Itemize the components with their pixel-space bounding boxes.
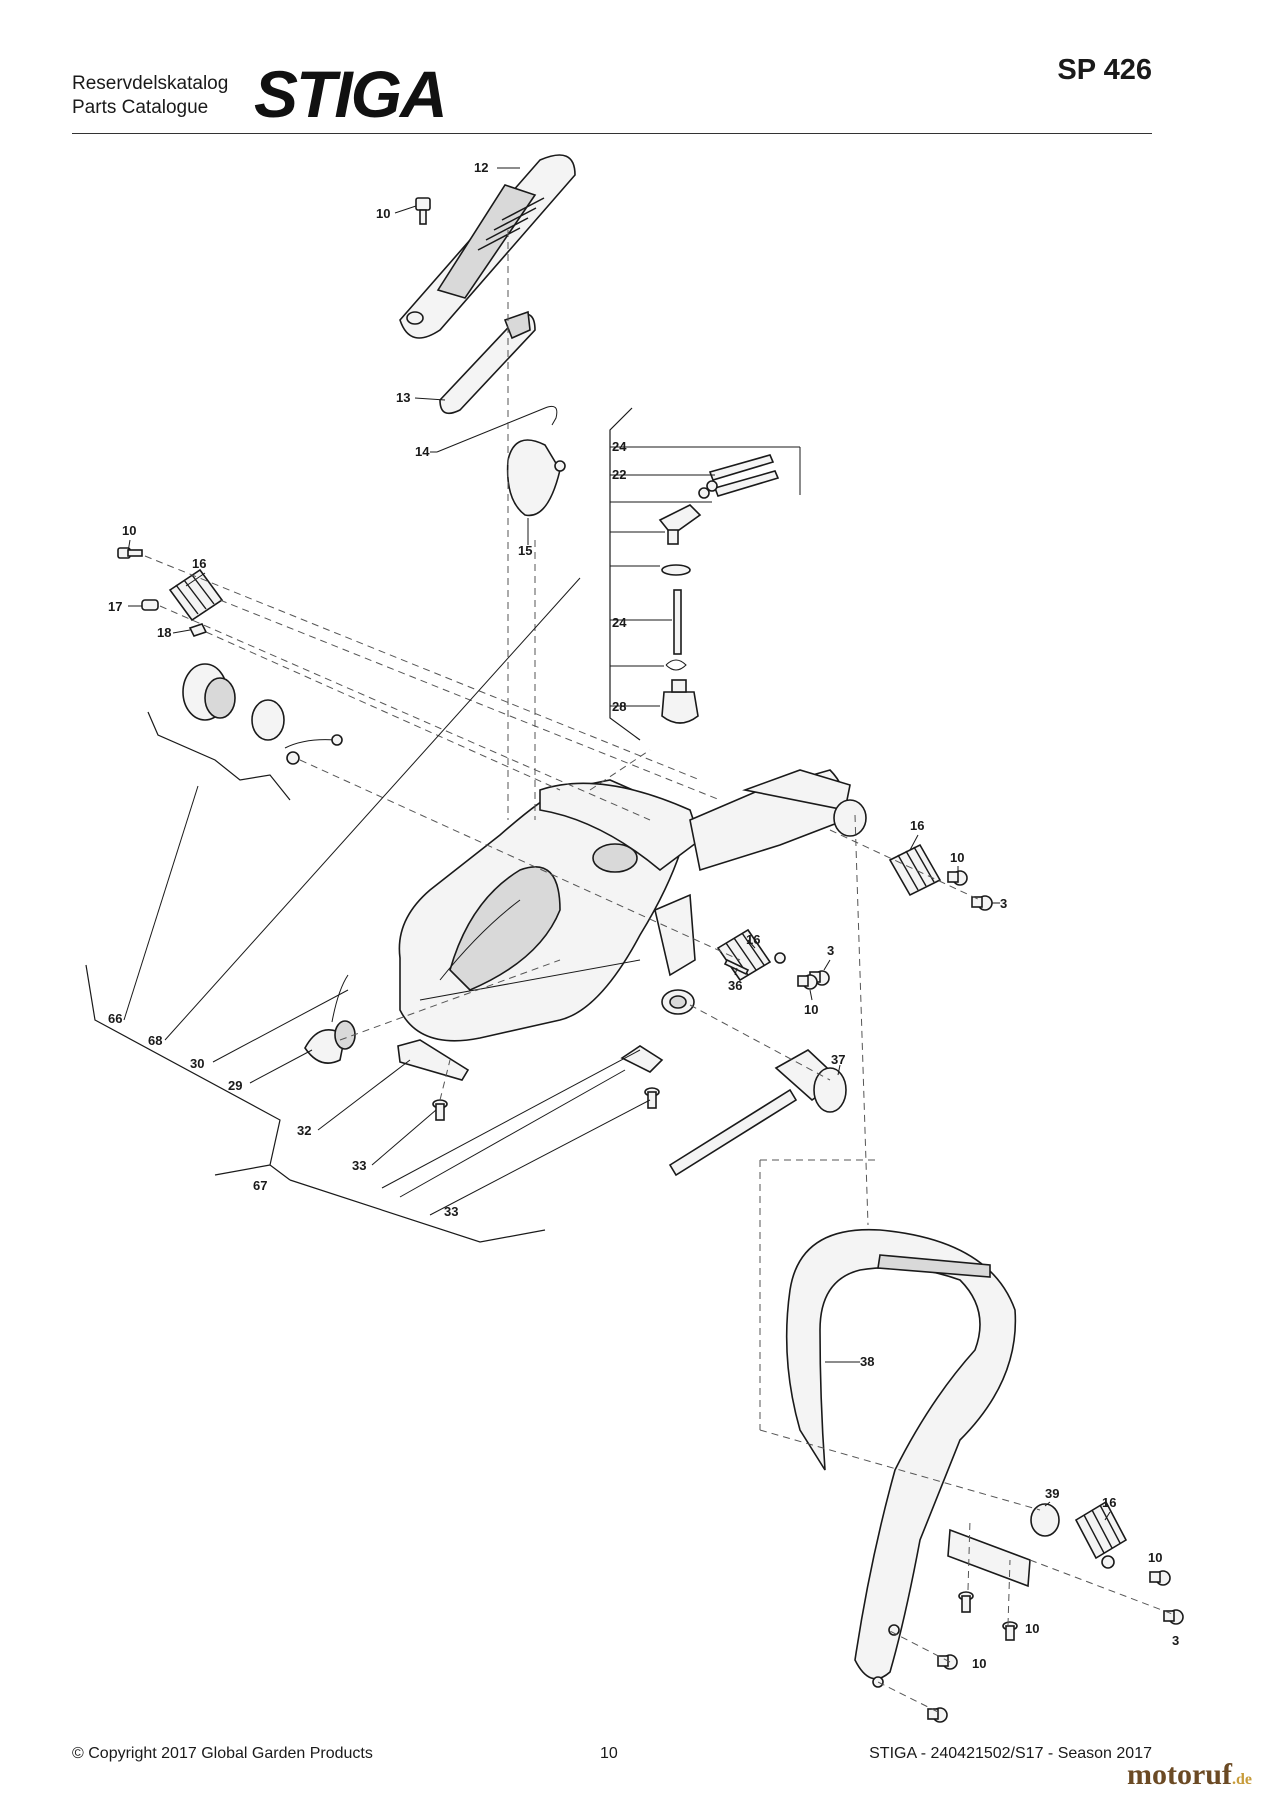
part-front-handle <box>785 1228 1031 1688</box>
part-fuel-filter <box>661 679 699 724</box>
callout-16: 16 <box>910 818 924 833</box>
exploded-parts-diagram: 12 10 13 14 15 24 22 24 28 10 16 17 18 1… <box>85 154 1184 1723</box>
screw-10-center <box>797 974 818 990</box>
screw-10-left <box>117 547 143 559</box>
screw-10-right <box>947 870 968 886</box>
callout-3: 3 <box>1000 896 1007 911</box>
brand-wordmark: STIGA <box>254 62 446 126</box>
screw-3-handle <box>1163 1609 1184 1625</box>
screw-10-handle-a <box>1149 1570 1171 1586</box>
part-pin-36 <box>723 958 750 976</box>
stiga-logo: STIGA <box>254 62 448 126</box>
assembly-guide-lines <box>144 230 1176 1713</box>
callout-67: 67 <box>253 1178 267 1193</box>
callout-3: 3 <box>1172 1633 1179 1648</box>
catalog-label-sv: Reservdelskatalog <box>72 73 229 94</box>
callout-24: 24 <box>612 439 627 454</box>
callout-10: 10 <box>122 523 136 538</box>
callout-24: 24 <box>612 615 627 630</box>
callout-68: 68 <box>148 1033 162 1048</box>
callout-13: 13 <box>396 390 410 405</box>
copyright-text: © Copyright 2017 Global Garden Products <box>72 1745 373 1762</box>
callout-17: 17 <box>108 599 122 614</box>
callout-10: 10 <box>1148 1550 1162 1565</box>
screw-3-right <box>971 895 993 911</box>
callout-29: 29 <box>228 1078 242 1093</box>
av-spring-16-left <box>168 568 224 622</box>
callout-22: 22 <box>612 467 626 482</box>
watermark-site: motoruf <box>1127 1758 1232 1791</box>
callout-36: 36 <box>728 978 742 993</box>
callout-3: 3 <box>827 943 834 958</box>
document-reference: STIGA - 240421502/S17 - Season 2017 <box>869 1745 1152 1762</box>
callout-16: 16 <box>746 932 760 947</box>
header-divider <box>72 133 1152 134</box>
part-fuel-cap <box>182 663 343 765</box>
part-pin-17 <box>141 599 159 611</box>
callout-18: 18 <box>157 625 171 640</box>
site-watermark: motoruf.de <box>1127 1758 1252 1792</box>
screw-10-handle-e <box>927 1707 948 1723</box>
av-spring-16-center <box>716 928 786 982</box>
callout-16: 16 <box>192 556 206 571</box>
callout-10: 10 <box>804 1002 818 1017</box>
part-primer-bulb <box>304 974 356 1064</box>
callout-32: 32 <box>297 1123 311 1138</box>
page-number: 10 <box>600 1745 618 1762</box>
part-main-housing <box>398 769 867 1042</box>
part-cover-plate <box>397 1039 470 1081</box>
part-bushing <box>1030 1503 1060 1537</box>
callout-39: 39 <box>1045 1486 1059 1501</box>
callout-10: 10 <box>376 206 390 221</box>
callout-12: 12 <box>474 160 488 175</box>
callout-30: 30 <box>190 1056 204 1071</box>
screw-10-handle-c <box>1002 1621 1018 1641</box>
callout-28: 28 <box>612 699 626 714</box>
part-fuel-pipe <box>673 589 682 655</box>
callout-10: 10 <box>950 850 964 865</box>
part-throttle-trigger <box>439 310 536 415</box>
screw-10-handle-d <box>937 1654 958 1670</box>
watermark-tld: .de <box>1232 1771 1252 1788</box>
part-plug-18 <box>188 623 208 637</box>
callout-leaders <box>123 167 1111 1521</box>
callout-37: 37 <box>831 1052 845 1067</box>
callout-15: 15 <box>518 543 532 558</box>
callout-16: 16 <box>1102 1495 1116 1510</box>
model-number: SP 426 <box>1057 54 1152 86</box>
catalog-title: Reservdelskatalog Parts Catalogue <box>72 72 228 120</box>
av-spring-16-right <box>888 843 942 897</box>
callout-10: 10 <box>972 1656 986 1671</box>
part-o-ring <box>661 564 691 576</box>
screw-10-top <box>415 197 431 225</box>
screw-33-left <box>432 1099 448 1121</box>
callout-33: 33 <box>352 1158 366 1173</box>
part-spring-wire <box>436 405 558 453</box>
callout-10: 10 <box>1025 1621 1039 1636</box>
callout-33: 33 <box>444 1204 458 1219</box>
callout-14: 14 <box>415 444 430 459</box>
part-fuel-hoses <box>658 454 780 545</box>
callout-38: 38 <box>860 1354 874 1369</box>
part-bracket-clip <box>620 1045 664 1073</box>
part-hose-clip <box>665 659 687 671</box>
part-combination-wrench <box>668 1049 847 1177</box>
screw-33-right <box>644 1087 660 1109</box>
part-adjuster-nut <box>661 989 695 1015</box>
part-top-cover <box>399 154 576 339</box>
callout-labels: 12 10 13 14 15 24 22 24 28 10 16 17 18 1… <box>108 160 1179 1671</box>
av-spring-16-handle <box>1074 1500 1128 1569</box>
callout-66: 66 <box>108 1011 122 1026</box>
catalog-label-en: Parts Catalogue <box>72 97 209 118</box>
part-lever <box>506 439 566 517</box>
screw-10-handle-b <box>958 1591 974 1613</box>
